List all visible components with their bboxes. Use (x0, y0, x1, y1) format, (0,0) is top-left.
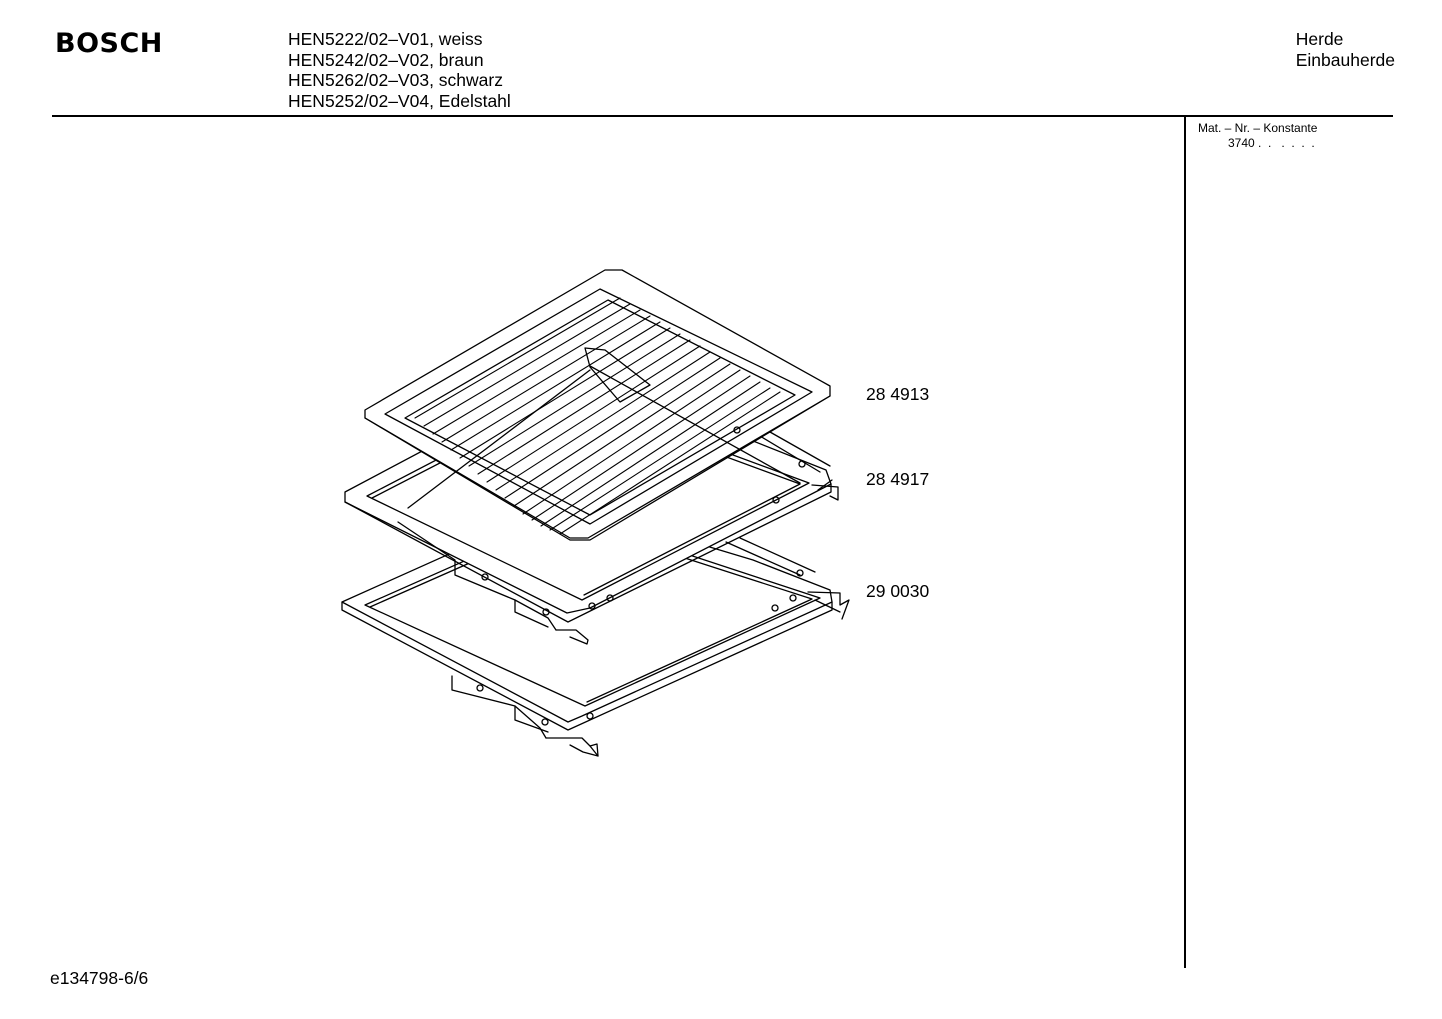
model-item: HEN5242/02–V02, braun (288, 49, 484, 70)
category-line-1: Herde (1295, 29, 1344, 49)
part-number-label: 28 4917 (866, 469, 930, 489)
brand-logo: BOSCH (55, 28, 163, 59)
part-number-label: 29 0030 (866, 581, 930, 601)
part-number-label: 28 4913 (866, 384, 930, 404)
header-divider (52, 115, 1393, 117)
material-number-value: 3740 . . . . . . (1228, 136, 1315, 150)
model-item: HEN5222/02–V01, weiss (288, 29, 483, 49)
material-number-panel: Mat. – Nr. – Konstante 3740 . . . . . . (1198, 121, 1317, 151)
side-divider (1184, 117, 1186, 968)
product-category: Herde Einbauherde (1296, 29, 1395, 70)
model-item: HEN5262/02–V03, schwarz (288, 70, 503, 90)
material-number-label: Mat. – Nr. – Konstante (1198, 121, 1318, 135)
model-list: HEN5222/02–V01, weiss HEN5242/02–V02, br… (288, 29, 511, 111)
oven-grid-rack-icon (364, 269, 831, 541)
diagram-id: e134798-6/6 (50, 968, 149, 988)
model-item: HEN5252/02–V04, Edelstahl (288, 90, 511, 111)
category-line-2: Einbauherde (1295, 49, 1395, 70)
